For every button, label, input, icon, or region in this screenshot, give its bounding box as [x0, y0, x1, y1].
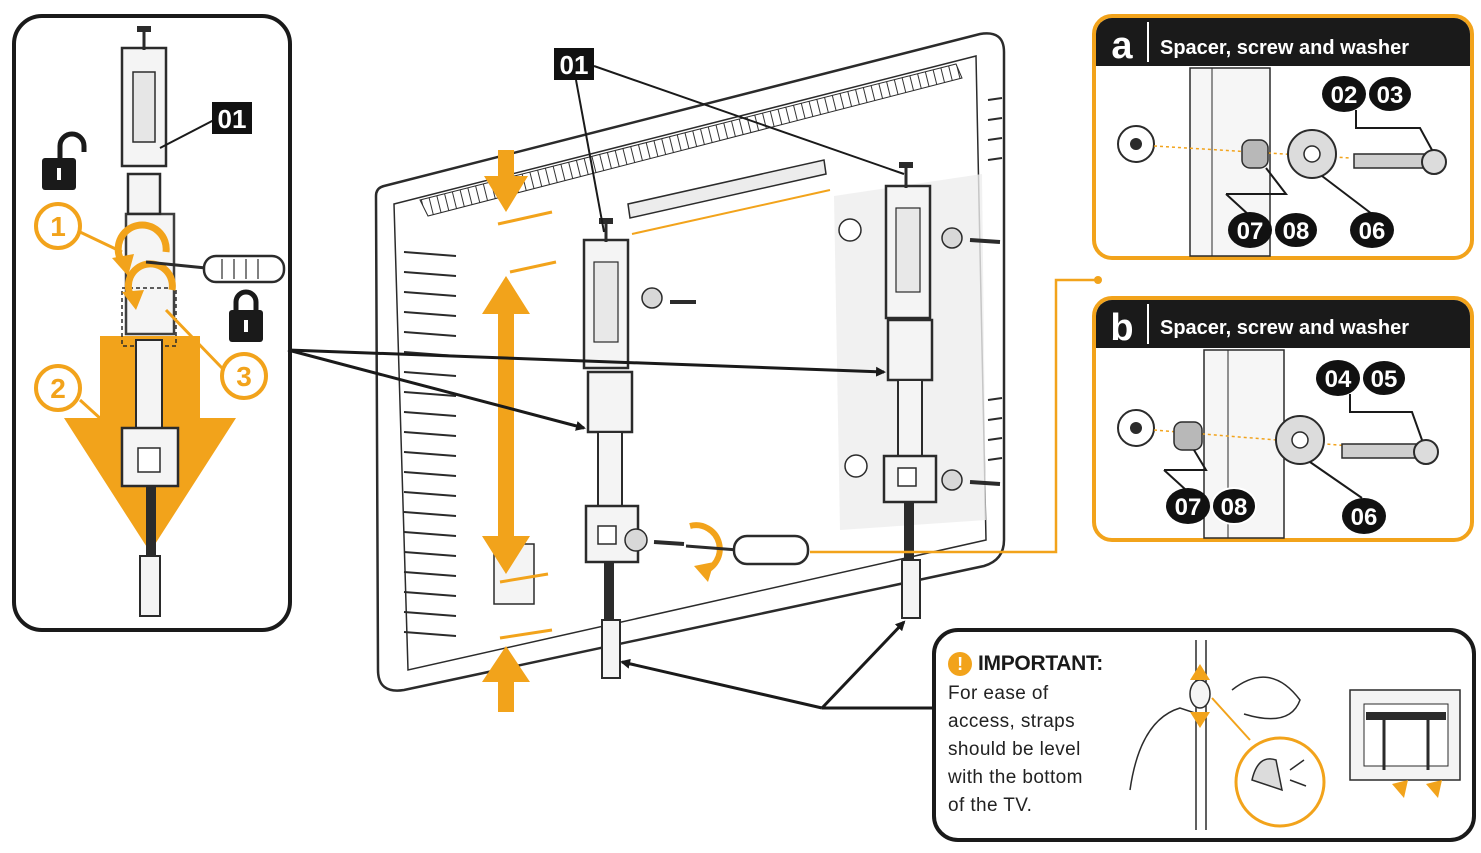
important-line: should be level — [948, 739, 1081, 760]
bracket-slider — [120, 426, 180, 488]
warning-icon: ! — [948, 652, 972, 676]
part-badge-05: 05 — [1361, 359, 1407, 397]
panel-a: a Spacer, screw and washer 02 03 — [1092, 14, 1474, 260]
bottom-up-arrow — [482, 646, 530, 712]
svg-text:05: 05 — [1371, 366, 1398, 393]
part-badge-08-b: 08 — [1211, 487, 1257, 525]
important-line: of the TV. — [948, 795, 1033, 816]
part-label-01-main: 01 — [554, 48, 594, 80]
part-badge-08: 08 — [1273, 211, 1319, 249]
part-badge-02: 02 — [1322, 76, 1366, 112]
important-line: access, straps — [948, 711, 1076, 732]
locked-padlock-icon — [229, 289, 263, 342]
svg-text:06: 06 — [1351, 504, 1378, 531]
screwdriver-icon — [145, 254, 286, 284]
panel-a-letter: a — [1111, 25, 1133, 67]
svg-text:02: 02 — [1331, 82, 1358, 109]
svg-text:06: 06 — [1359, 218, 1386, 245]
panel-b: b Spacer, screw and washer 04 05 07 08 — [1092, 296, 1474, 542]
svg-text:08: 08 — [1221, 494, 1248, 521]
important-note: ! IMPORTANT: For ease of access, straps … — [948, 652, 1148, 820]
important-line: with the bottom — [948, 767, 1083, 788]
svg-text:03: 03 — [1377, 82, 1404, 109]
important-title-text: IMPORTANT: — [978, 652, 1103, 675]
part-badge-03: 03 — [1367, 75, 1413, 113]
panel-a-title: Spacer, screw and washer — [1160, 37, 1409, 59]
right-bracket — [838, 162, 1001, 619]
svg-text:01: 01 — [218, 104, 247, 134]
svg-text:01: 01 — [560, 50, 589, 80]
important-line: For ease of — [948, 683, 1049, 704]
unlocked-padlock-icon — [42, 131, 87, 190]
left-detail-panel: 1 2 3 01 — [12, 14, 292, 632]
panel-b-letter: b — [1110, 307, 1133, 349]
step-3-circle: 3 — [220, 352, 268, 400]
part-badge-07: 07 — [1228, 212, 1272, 248]
tv-back — [374, 32, 1006, 712]
svg-text:07: 07 — [1175, 494, 1202, 521]
step-1-circle: 1 — [34, 202, 82, 250]
top-down-arrow — [484, 150, 528, 212]
important-body: For ease of access, straps should be lev… — [948, 680, 1148, 820]
adjust-height-arrow — [482, 276, 530, 574]
part-badge-06-b: 06 — [1342, 498, 1386, 534]
part-badge-06: 06 — [1350, 212, 1394, 248]
svg-text:3: 3 — [236, 361, 252, 392]
panel-b-title: Spacer, screw and washer — [1160, 317, 1409, 339]
part-label-01-detail — [212, 102, 252, 134]
strap — [139, 555, 161, 617]
svg-text:08: 08 — [1283, 218, 1310, 245]
svg-text:07: 07 — [1237, 218, 1264, 245]
svg-text:1: 1 — [50, 211, 66, 242]
svg-text:2: 2 — [50, 373, 66, 404]
part-badge-07-b: 07 — [1166, 488, 1210, 524]
step-2-circle: 2 — [34, 364, 82, 412]
svg-text:04: 04 — [1325, 366, 1352, 393]
part-badge-04: 04 — [1316, 360, 1360, 396]
important-panel — [932, 628, 1476, 842]
important-heading: ! IMPORTANT: — [948, 652, 1148, 676]
left-bracket — [582, 218, 810, 679]
